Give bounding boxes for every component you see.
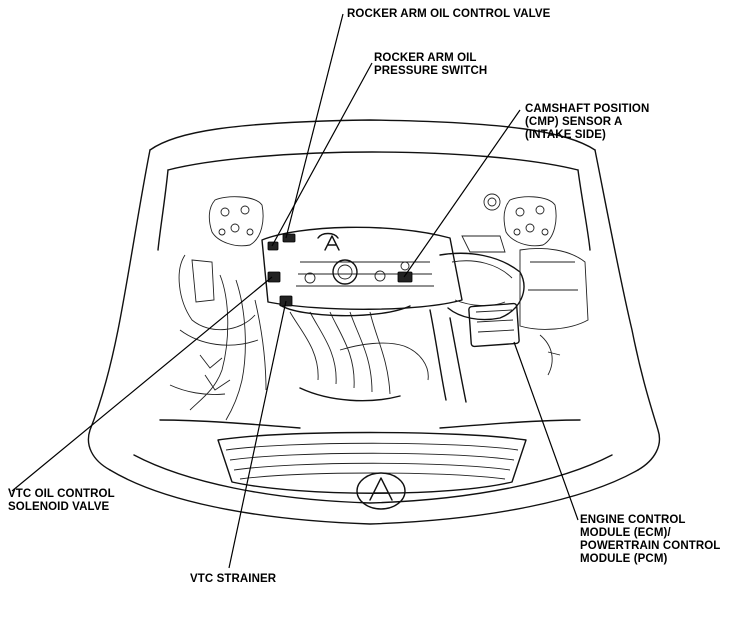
label-line: VTC STRAINER: [190, 573, 277, 585]
label-line: VTC OIL CONTROL: [8, 488, 115, 500]
label-line: ROCKER ARM OIL: [374, 52, 477, 64]
component-markers: [267, 233, 413, 307]
label-line: PRESSURE SWITCH: [374, 65, 488, 77]
label-line: MODULE (PCM): [580, 553, 668, 565]
label-line: ROCKER ARM OIL CONTROL VALVE: [347, 8, 551, 20]
label-line: ENGINE CONTROL: [580, 514, 686, 526]
label-line: CAMSHAFT POSITION: [525, 103, 650, 115]
engine-block: [261, 226, 463, 402]
front-grille: [217, 431, 527, 510]
car-body-outline: [87, 119, 661, 525]
label-cmp-sensor: CAMSHAFT POSITION (CMP) SENSOR A (INTAKE…: [525, 103, 649, 142]
label-vtc-strainer: VTC STRAINER: [190, 573, 276, 586]
label-vtc-oil-control-solenoid-valve: VTC OIL CONTROL SOLENOID VALVE: [8, 488, 115, 514]
label-ecm-pcm: ENGINE CONTROL MODULE (ECM)/ POWERTRAIN …: [580, 514, 720, 566]
label-line: POWERTRAIN CONTROL: [580, 540, 721, 552]
strut-tower-left: [208, 196, 264, 247]
left-components: [169, 254, 267, 421]
leader-lines: [11, 13, 579, 569]
vtc-solenoid-marker: [267, 271, 281, 283]
strut-tower-right: [483, 193, 557, 247]
label-line: MODULE (ECM)/: [580, 527, 671, 539]
leader-rocker-switch: [271, 62, 373, 247]
right-components: [429, 235, 589, 403]
leader-rocker-valve: [285, 13, 344, 239]
label-line: SOLENOID VALVE: [8, 501, 110, 513]
leader-ecm: [513, 341, 579, 521]
label-rocker-arm-oil-control-valve: ROCKER ARM OIL CONTROL VALVE: [347, 8, 550, 21]
leader-cmp-sensor: [403, 109, 521, 278]
rocker-switch-marker: [267, 241, 279, 251]
leader-vtc-solenoid: [11, 276, 273, 492]
cmp-sensor-marker: [397, 271, 413, 283]
rocker-valve-marker: [282, 233, 296, 243]
label-line: (INTAKE SIDE): [525, 129, 606, 141]
label-rocker-arm-oil-pressure-switch: ROCKER ARM OIL PRESSURE SWITCH: [374, 52, 487, 78]
leader-vtc-strainer: [228, 300, 287, 569]
label-line: (CMP) SENSOR A: [525, 116, 623, 128]
